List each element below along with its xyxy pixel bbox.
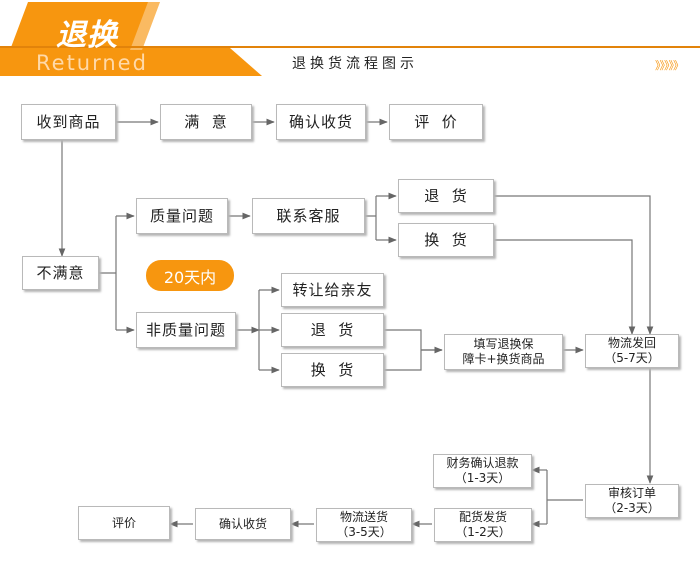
confirm-receipt-bottom-box: 确认收货: [195, 508, 291, 540]
section-title-english: Returned: [36, 51, 148, 75]
flow-subtitle: 退换货流程图示: [292, 56, 418, 72]
branch-unsatisfied: [99, 216, 117, 330]
fill-form-line2: 障卡+换货商品: [462, 352, 545, 366]
review-order-line1: 审核订单: [607, 486, 656, 500]
refund-confirm-box: 财务确认退款 （1-3天）: [433, 454, 532, 488]
non-quality-issue-box: 非质量问题: [136, 312, 236, 348]
received-goods-box: 收到商品: [21, 104, 116, 140]
within-20-days-badge: 20天内: [146, 260, 234, 291]
line-return-q-shipback: [494, 195, 654, 335]
dispatch-line2: （1-2天）: [455, 525, 511, 539]
contact-service-box: 联系客服: [252, 198, 365, 234]
refund-line2: （1-3天）: [454, 471, 511, 485]
return-nonquality-box: 退 货: [281, 313, 384, 347]
review-top-box: 评 价: [389, 104, 483, 140]
ship-back-line2: （5-7天）: [604, 351, 660, 365]
quality-issue-box: 质量问题: [136, 198, 228, 234]
delivery-line1: 物流送货: [339, 510, 388, 524]
unsatisfied-box: 不满意: [22, 256, 99, 290]
chevrons-icon: 》》》》》: [655, 59, 684, 72]
exchange-quality-box: 换 货: [398, 223, 494, 257]
review-order-line2: （2-3天）: [604, 501, 660, 515]
dispatch-line1: 配货发货: [458, 510, 507, 524]
refund-line1: 财务确认退款: [446, 456, 519, 470]
branch-review: [546, 470, 583, 524]
satisfied-box: 满 意: [160, 104, 252, 140]
transfer-friend-box: 转让给亲友: [281, 273, 384, 307]
section-title: 退换: [56, 18, 118, 53]
delivery-box: 物流送货 （3-5天）: [316, 508, 412, 542]
header-banner: [0, 2, 700, 76]
delivery-line2: （3-5天）: [336, 525, 392, 539]
ship-back-line1: 物流发回: [607, 336, 656, 350]
review-order-box: 审核订单 （2-3天）: [585, 484, 679, 518]
dispatch-box: 配货发货 （1-2天）: [434, 508, 532, 542]
review-bottom-box: 评价: [78, 506, 170, 540]
return-quality-box: 退 货: [398, 179, 494, 213]
line-exchange-q-shipback: [494, 239, 636, 335]
branch-contact: [365, 196, 377, 240]
confirm-receipt-top-box: 确认收货: [276, 104, 366, 140]
fill-form-line1: 填写退换保: [473, 337, 534, 351]
ship-back-box: 物流发回 （5-7天）: [585, 334, 679, 368]
fill-warranty-card-box: 填写退换保 障卡+换货商品: [444, 334, 563, 370]
exchange-nonquality-box: 换 货: [281, 353, 384, 387]
